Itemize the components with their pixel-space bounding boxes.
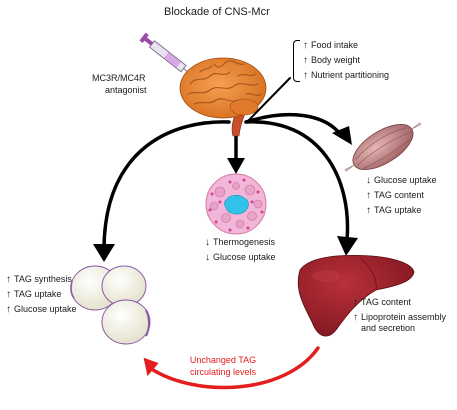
down-arrow-icon: ↓ xyxy=(366,175,371,186)
brain-effects-brace xyxy=(293,40,300,82)
up-arrow-icon: ↑ xyxy=(6,289,11,300)
muscle-effects-list: ↓Glucose uptake ↑TAG content ↑TAG uptake xyxy=(366,175,437,220)
brown-fat-effect-item: ↓Glucose uptake xyxy=(205,252,276,263)
antagonist-label-line1: MC3R/MC4R xyxy=(92,73,146,83)
brown-fat-effect-item: ↓Thermogenesis xyxy=(205,237,276,248)
white-fat-cells-icon xyxy=(70,265,151,345)
red-arrow xyxy=(143,346,320,390)
up-arrow-icon: ↑ xyxy=(366,205,371,216)
brown-fat-cell-icon xyxy=(205,173,267,235)
circulating-label-line2: circulating levels xyxy=(189,367,257,377)
brain-effect-item: ↑Body weight xyxy=(303,55,361,66)
pathway-arrows xyxy=(102,77,350,250)
muscle-icon xyxy=(344,122,422,172)
brain-effect-item: ↑Food intake xyxy=(303,40,359,51)
muscle-effect-item: ↓Glucose uptake xyxy=(366,175,437,186)
down-arrow-icon: ↓ xyxy=(205,237,210,248)
white-fat-effects-list: ↑TAG synthesis ↑TAG uptake ↑Glucose upta… xyxy=(6,274,77,319)
arrow-to-muscle xyxy=(244,112,342,136)
up-arrow-icon: ↑ xyxy=(303,40,308,51)
brown-fat-effects-list: ↓Thermogenesis ↓Glucose uptake xyxy=(205,237,276,267)
muscle-effect-item: ↑TAG uptake xyxy=(366,205,422,216)
up-arrow-icon: ↑ xyxy=(6,274,11,285)
up-arrow-icon: ↑ xyxy=(366,190,371,201)
white-fat-effect-item: ↑TAG synthesis xyxy=(6,274,72,285)
arrowheads xyxy=(93,126,358,262)
arrow-to-liver xyxy=(244,120,350,242)
brain-effects-list: ↑Food intake ↑Body weight ↑Nutrient part… xyxy=(303,40,389,85)
brain-icon xyxy=(179,57,267,137)
circulating-label-line1: Unchanged TAG xyxy=(189,355,257,365)
white-fat-effect-item: ↑TAG uptake xyxy=(6,289,62,300)
up-arrow-icon: ↑ xyxy=(6,304,11,315)
up-arrow-icon: ↑ xyxy=(303,55,308,66)
down-arrow-icon: ↓ xyxy=(205,252,210,263)
brain-effect-item: ↑Nutrient partitioning xyxy=(303,70,390,81)
liver-effect-item: ↑TAG content xyxy=(353,297,411,308)
arrowhead-brown-fat xyxy=(227,158,245,174)
antagonist-label-line2: antagonist xyxy=(105,85,147,95)
diagram-title: Blockade of CNS-Mcr xyxy=(164,6,270,18)
arrowhead-muscle xyxy=(332,126,352,145)
white-fat-effect-item: ↑Glucose uptake xyxy=(6,304,77,315)
arrow-to-white-fat xyxy=(102,120,231,250)
up-arrow-icon: ↑ xyxy=(303,70,308,81)
arrow-to-brain-effects xyxy=(247,77,291,122)
arrowhead-white-fat xyxy=(93,244,115,262)
up-arrow-icon: ↑ xyxy=(353,312,358,323)
liver-icon xyxy=(297,254,415,337)
muscle-effect-item: ↑TAG content xyxy=(366,190,424,201)
arrowhead-liver xyxy=(337,236,358,256)
up-arrow-icon: ↑ xyxy=(353,297,358,308)
